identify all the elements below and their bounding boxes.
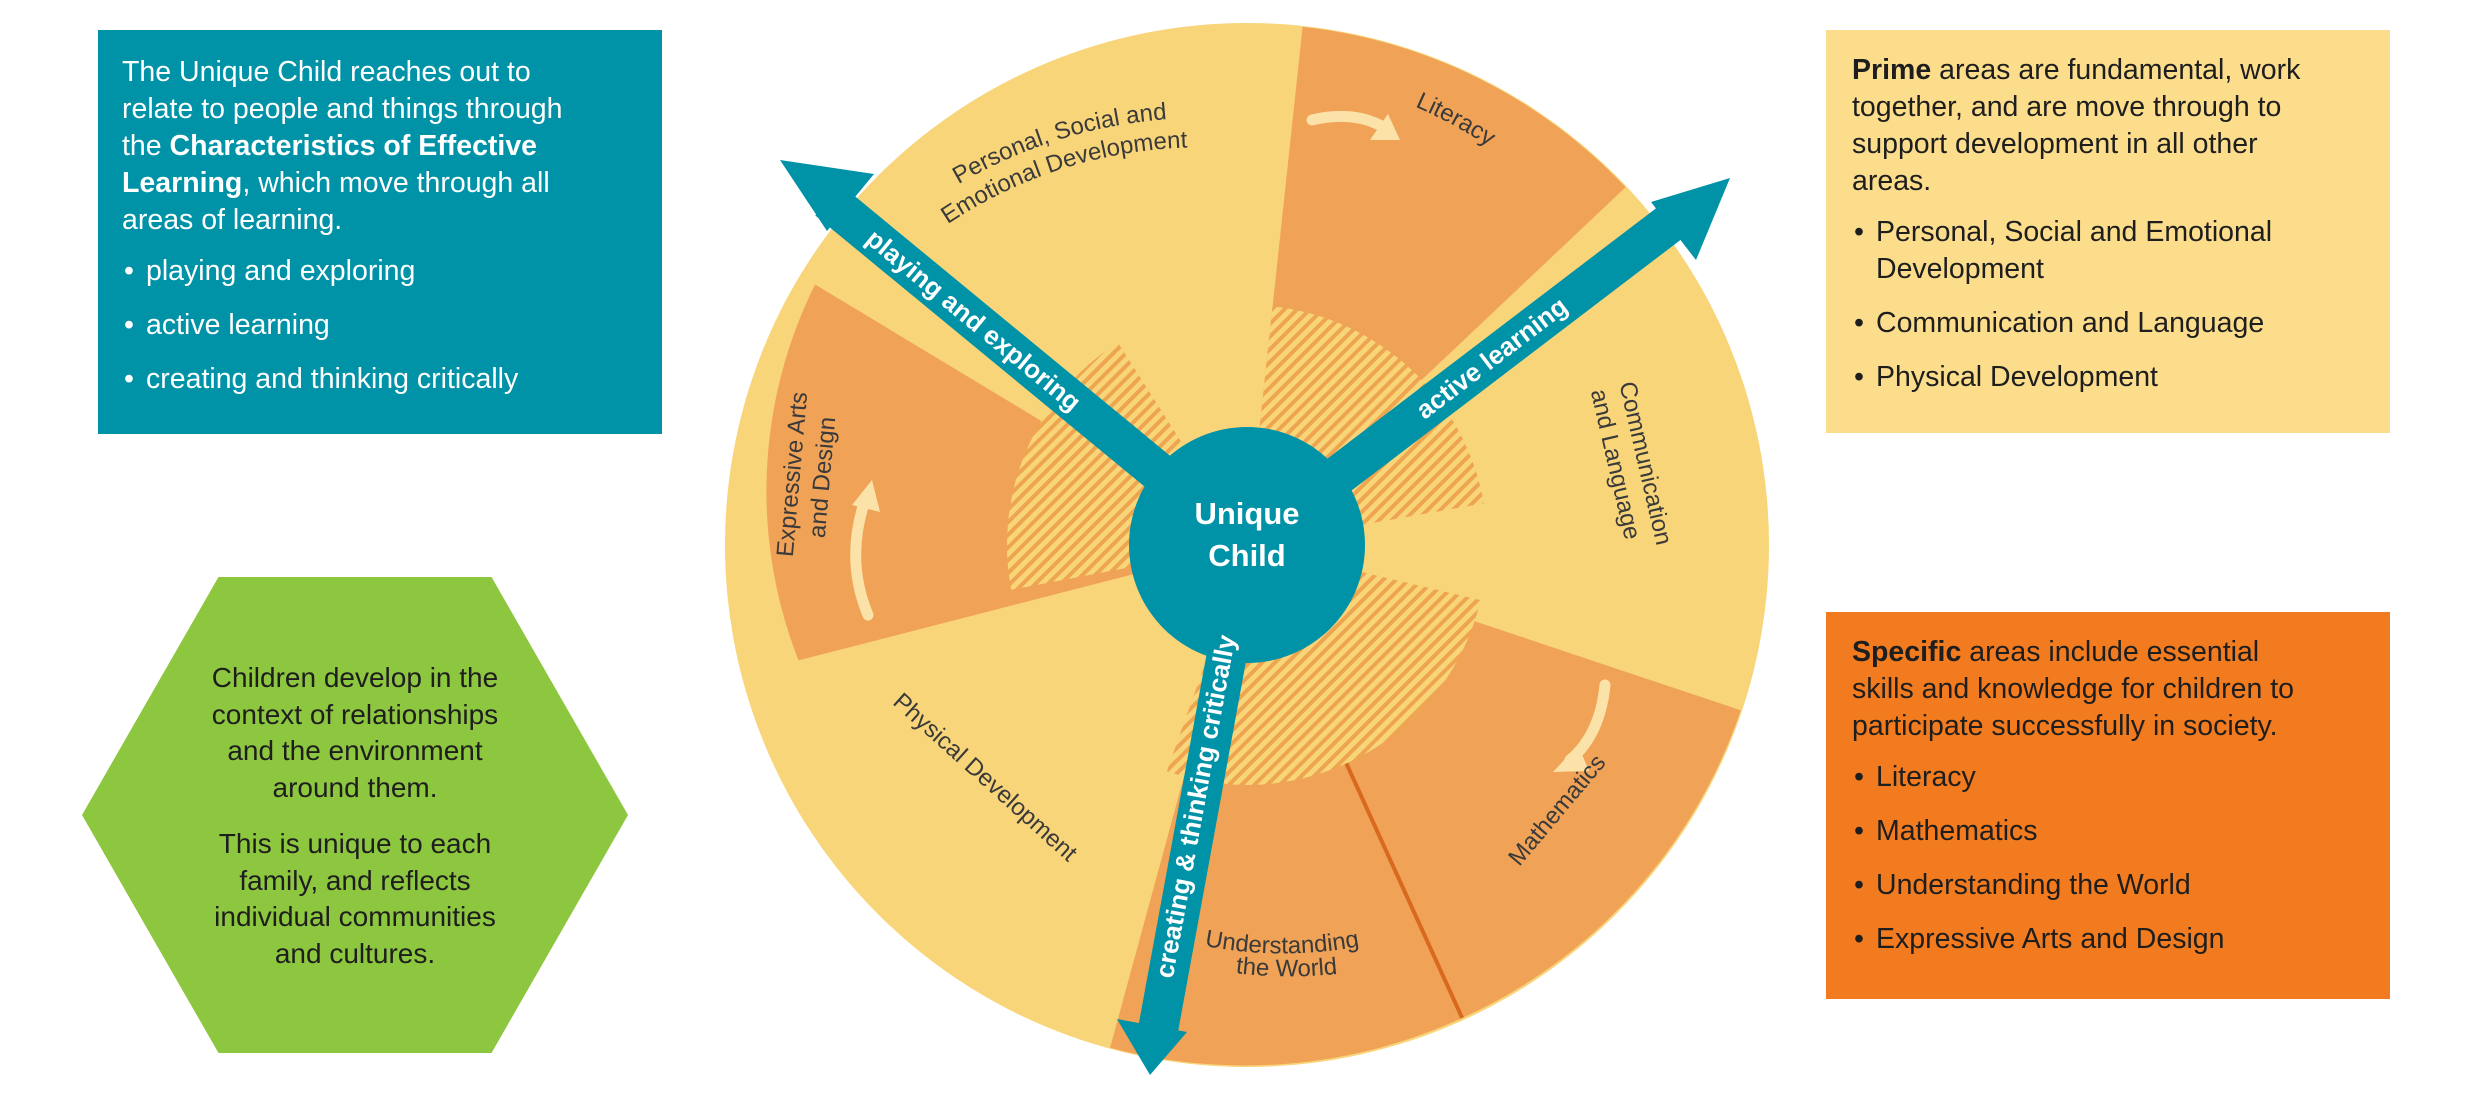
list-item: Personal, Social and Emotional Developme… — [1852, 214, 2364, 288]
environment-para-2: This is unique to each family, and refle… — [214, 828, 496, 969]
list-item: active learning — [122, 307, 636, 344]
characteristics-box: The Unique Child reaches out to relate t… — [98, 30, 662, 434]
prime-list: Personal, Social and Emotional Developme… — [1852, 214, 2364, 396]
specific-list: Literacy Mathematics Understanding the W… — [1852, 759, 2364, 958]
list-item: playing and exploring — [122, 253, 636, 290]
prime-intro: Prime areas are fundamental, work togeth… — [1852, 54, 2301, 197]
list-item: Communication and Language — [1852, 305, 2364, 342]
environment-text: Children develop in the context of relat… — [182, 660, 528, 992]
list-item: Expressive Arts and Design — [1852, 921, 2364, 958]
prime-areas-box: Prime areas are fundamental, work togeth… — [1826, 30, 2390, 433]
characteristics-intro: The Unique Child reaches out to relate t… — [122, 56, 563, 236]
list-item: Physical Development — [1852, 359, 2364, 396]
list-item: Understanding the World — [1852, 867, 2364, 904]
specific-areas-box: Specific areas include essential skills … — [1826, 612, 2390, 999]
unique-child-circle — [1129, 427, 1365, 663]
curved-arrow-expressive-arts — [850, 480, 880, 621]
environment-para-1: Children develop in the context of relat… — [211, 662, 499, 803]
segment-understanding-the-world — [1110, 545, 1463, 1066]
characteristics-list: playing and exploring active learning cr… — [122, 253, 636, 398]
label-understanding-line2: the World — [1235, 952, 1338, 982]
list-item: Literacy — [1852, 759, 2364, 796]
list-item: creating and thinking critically — [122, 361, 636, 398]
learning-wheel: Unique Child playing and exploring activ… — [725, 23, 1769, 1075]
curved-arrow-literacy — [1306, 110, 1400, 140]
center-label-line2: Child — [1208, 538, 1286, 573]
list-item: Mathematics — [1852, 813, 2364, 850]
curved-arrow-mathematics — [1553, 679, 1611, 772]
center-label-line1: Unique — [1194, 496, 1299, 531]
specific-intro: Specific areas include essential skills … — [1852, 636, 2294, 742]
